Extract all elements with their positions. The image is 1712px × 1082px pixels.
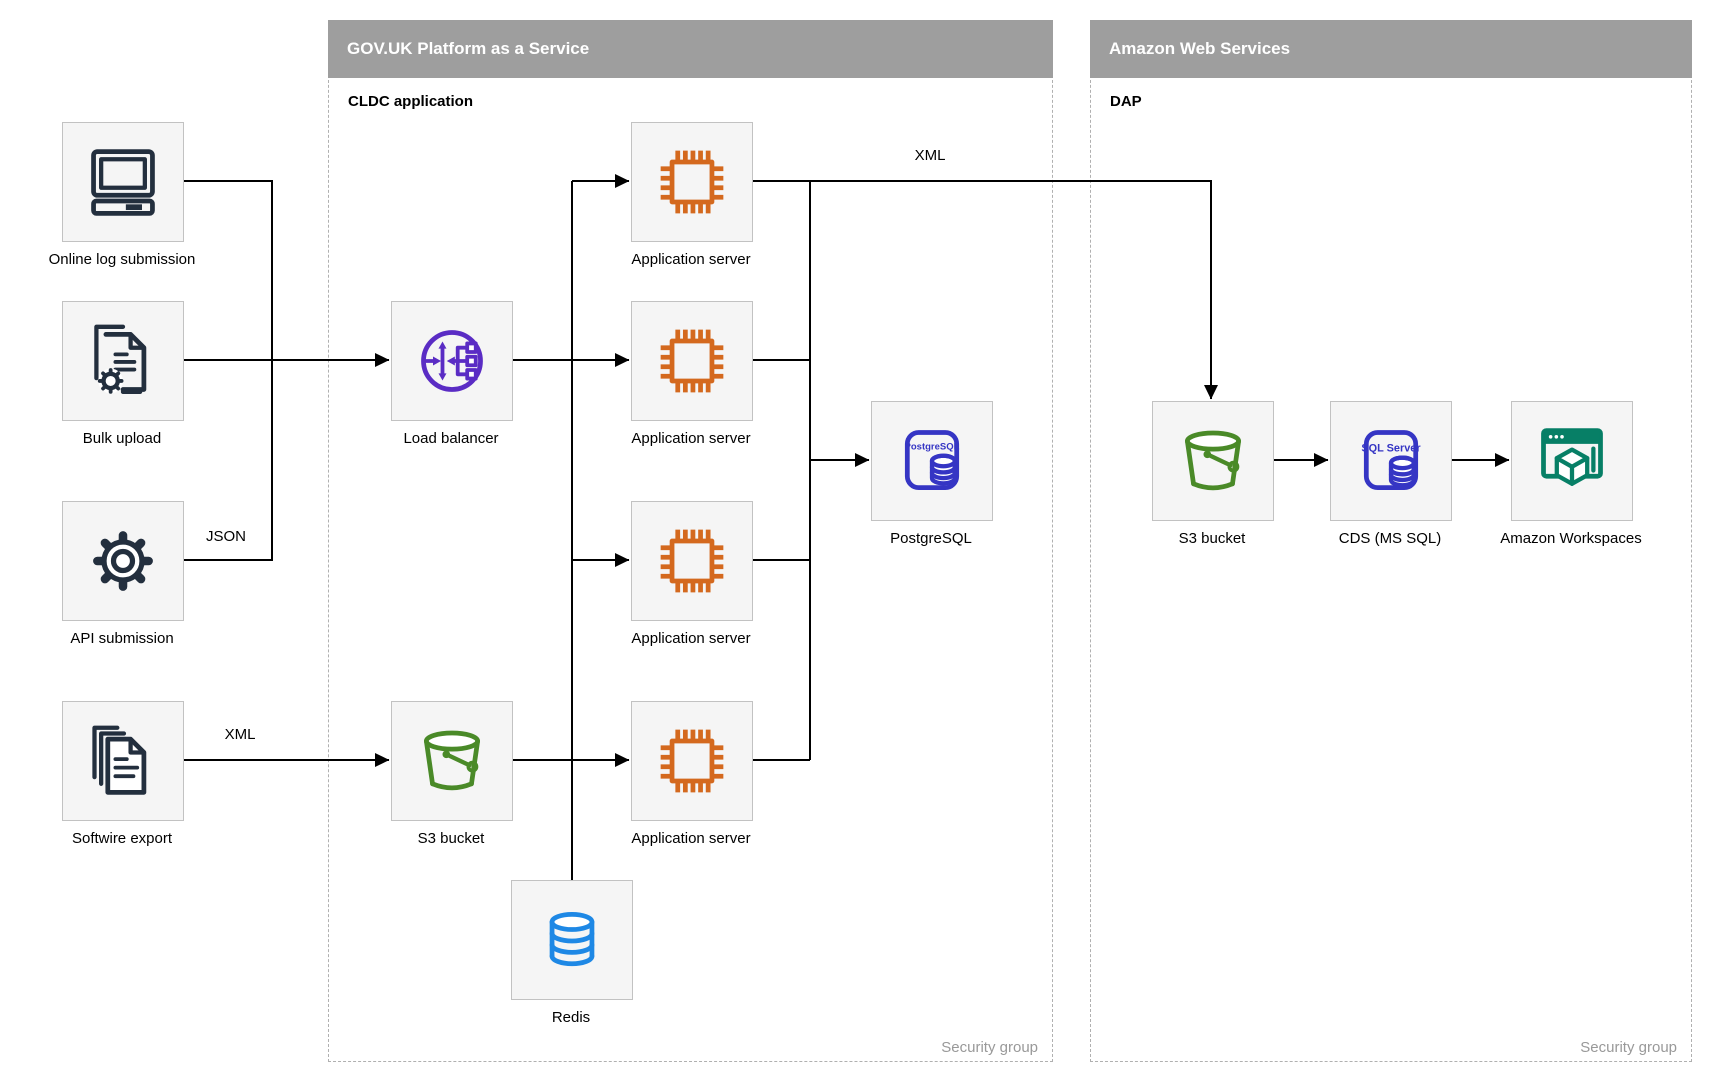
online-log-submission-label: Online log submission: [48, 251, 196, 268]
node-bulk-upload: [62, 301, 184, 421]
edge-label-xml-to-aws: XML: [914, 147, 946, 164]
computer-icon: [91, 149, 155, 216]
node-redis: [511, 880, 633, 1000]
container-govuk-security-group: Security group: [941, 1039, 1038, 1056]
app-server-3-label: Application server: [631, 630, 751, 647]
api-submission-label: API submission: [70, 630, 174, 647]
database-cylinder-icon: [549, 911, 595, 967]
cds-ms-sql-label: CDS (MS SQL): [1338, 530, 1442, 547]
node-postgresql: PostgreSQL: [871, 401, 993, 521]
container-govuk-paas: GOV.UK Platform as a Service CLDC applic…: [328, 20, 1053, 1062]
redis-label: Redis: [551, 1009, 591, 1026]
node-load-balancer: [391, 301, 513, 421]
node-cds-ms-sql: SQL Server: [1330, 401, 1452, 521]
postgresql-icon: PostgreSQL: [905, 430, 960, 490]
edge-online-log-to-junction: [182, 180, 273, 360]
edge-label-json: JSON: [205, 528, 246, 545]
chip-icon: [660, 150, 724, 214]
s3-bucket-govuk-label: S3 bucket: [417, 830, 485, 847]
edge-xml-to-aws-s3: [751, 180, 1218, 400]
gear-icon: [93, 531, 153, 591]
s3-bucket-aws-label: S3 bucket: [1178, 530, 1246, 547]
chip-icon: [660, 329, 724, 393]
app-server-2-label: Application server: [631, 430, 751, 447]
node-softwire-export: [62, 701, 184, 821]
postgresql-label: PostgreSQL: [890, 530, 972, 547]
app-server-1-label: Application server: [631, 251, 751, 268]
sql-server-icon-text: SQL Server: [1361, 443, 1421, 455]
chip-icon: [660, 529, 724, 593]
container-aws-security-group: Security group: [1580, 1039, 1677, 1056]
s3-bucket-icon: [1184, 430, 1242, 491]
node-amazon-workspaces: [1511, 401, 1633, 521]
workspaces-icon: [1541, 428, 1603, 486]
container-aws: Amazon Web Services DAP Security group: [1090, 20, 1692, 1062]
node-s3-bucket-govuk: [391, 701, 513, 821]
document-gear-icon: [94, 324, 147, 395]
node-s3-bucket-aws: [1152, 401, 1274, 521]
chip-icon: [660, 729, 724, 793]
edge-api-to-junction: [182, 360, 273, 561]
app-server-4-label: Application server: [631, 830, 751, 847]
amazon-workspaces-label: Amazon Workspaces: [1500, 530, 1642, 547]
node-online-log-submission: [62, 122, 184, 242]
container-aws-title: Amazon Web Services: [1090, 20, 1692, 78]
postgresql-icon-text: PostgreSQL: [905, 442, 960, 453]
edge-label-xml-softwire: XML: [224, 726, 256, 743]
softwire-export-label: Softwire export: [71, 830, 173, 847]
node-app-server-3: [631, 501, 753, 621]
documents-stack-icon: [92, 725, 147, 795]
container-aws-sublabel: DAP: [1110, 93, 1142, 110]
container-govuk-title: GOV.UK Platform as a Service: [328, 20, 1053, 78]
node-app-server-2: [631, 301, 753, 421]
container-govuk-sublabel: CLDC application: [348, 93, 474, 110]
load-balancer-icon: [421, 330, 483, 392]
load-balancer-label: Load balancer: [403, 430, 499, 447]
sql-server-icon: SQL Server: [1361, 430, 1421, 490]
bulk-upload-label: Bulk upload: [82, 430, 162, 447]
node-api-submission: [62, 501, 184, 621]
s3-bucket-icon: [423, 730, 481, 791]
node-app-server-4: [631, 701, 753, 821]
node-app-server-1: [631, 122, 753, 242]
